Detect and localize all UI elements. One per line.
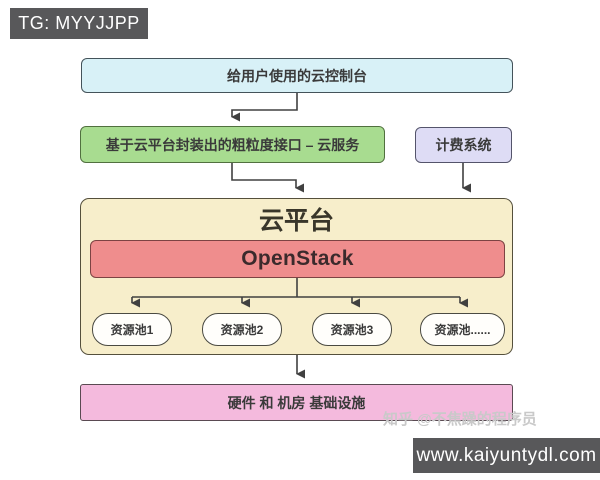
node-openstack: OpenStack: [90, 240, 505, 278]
watermark-badge-bottom-right: www.kaiyuntydl.com: [413, 438, 600, 473]
node-resource-pool-3: 资源池3: [312, 313, 392, 346]
node-cloud-service-api: 基于云平台封装出的粗粒度接口 – 云服务: [80, 126, 385, 163]
node-resource-pool-2: 资源池2: [202, 313, 282, 346]
connector-service-to-platform: [231, 163, 304, 193]
cloud-platform-title: 云平台: [258, 207, 334, 235]
node-hardware-infrastructure: 硬件 和 机房 基础设施: [80, 384, 513, 421]
node-resource-pool-more: 资源池......: [420, 313, 505, 346]
node-resource-pool-1: 资源池1: [92, 313, 172, 346]
node-billing-system: 计费系统: [415, 127, 512, 163]
node-cloud-console: 给用户使用的云控制台: [81, 58, 513, 93]
watermark-badge-top-left: TG: MYYJJPP: [10, 8, 148, 39]
zhihu-watermark-text: 知乎 @不焦躁的程序员: [383, 411, 537, 428]
connector-console-to-service: [231, 93, 298, 122]
